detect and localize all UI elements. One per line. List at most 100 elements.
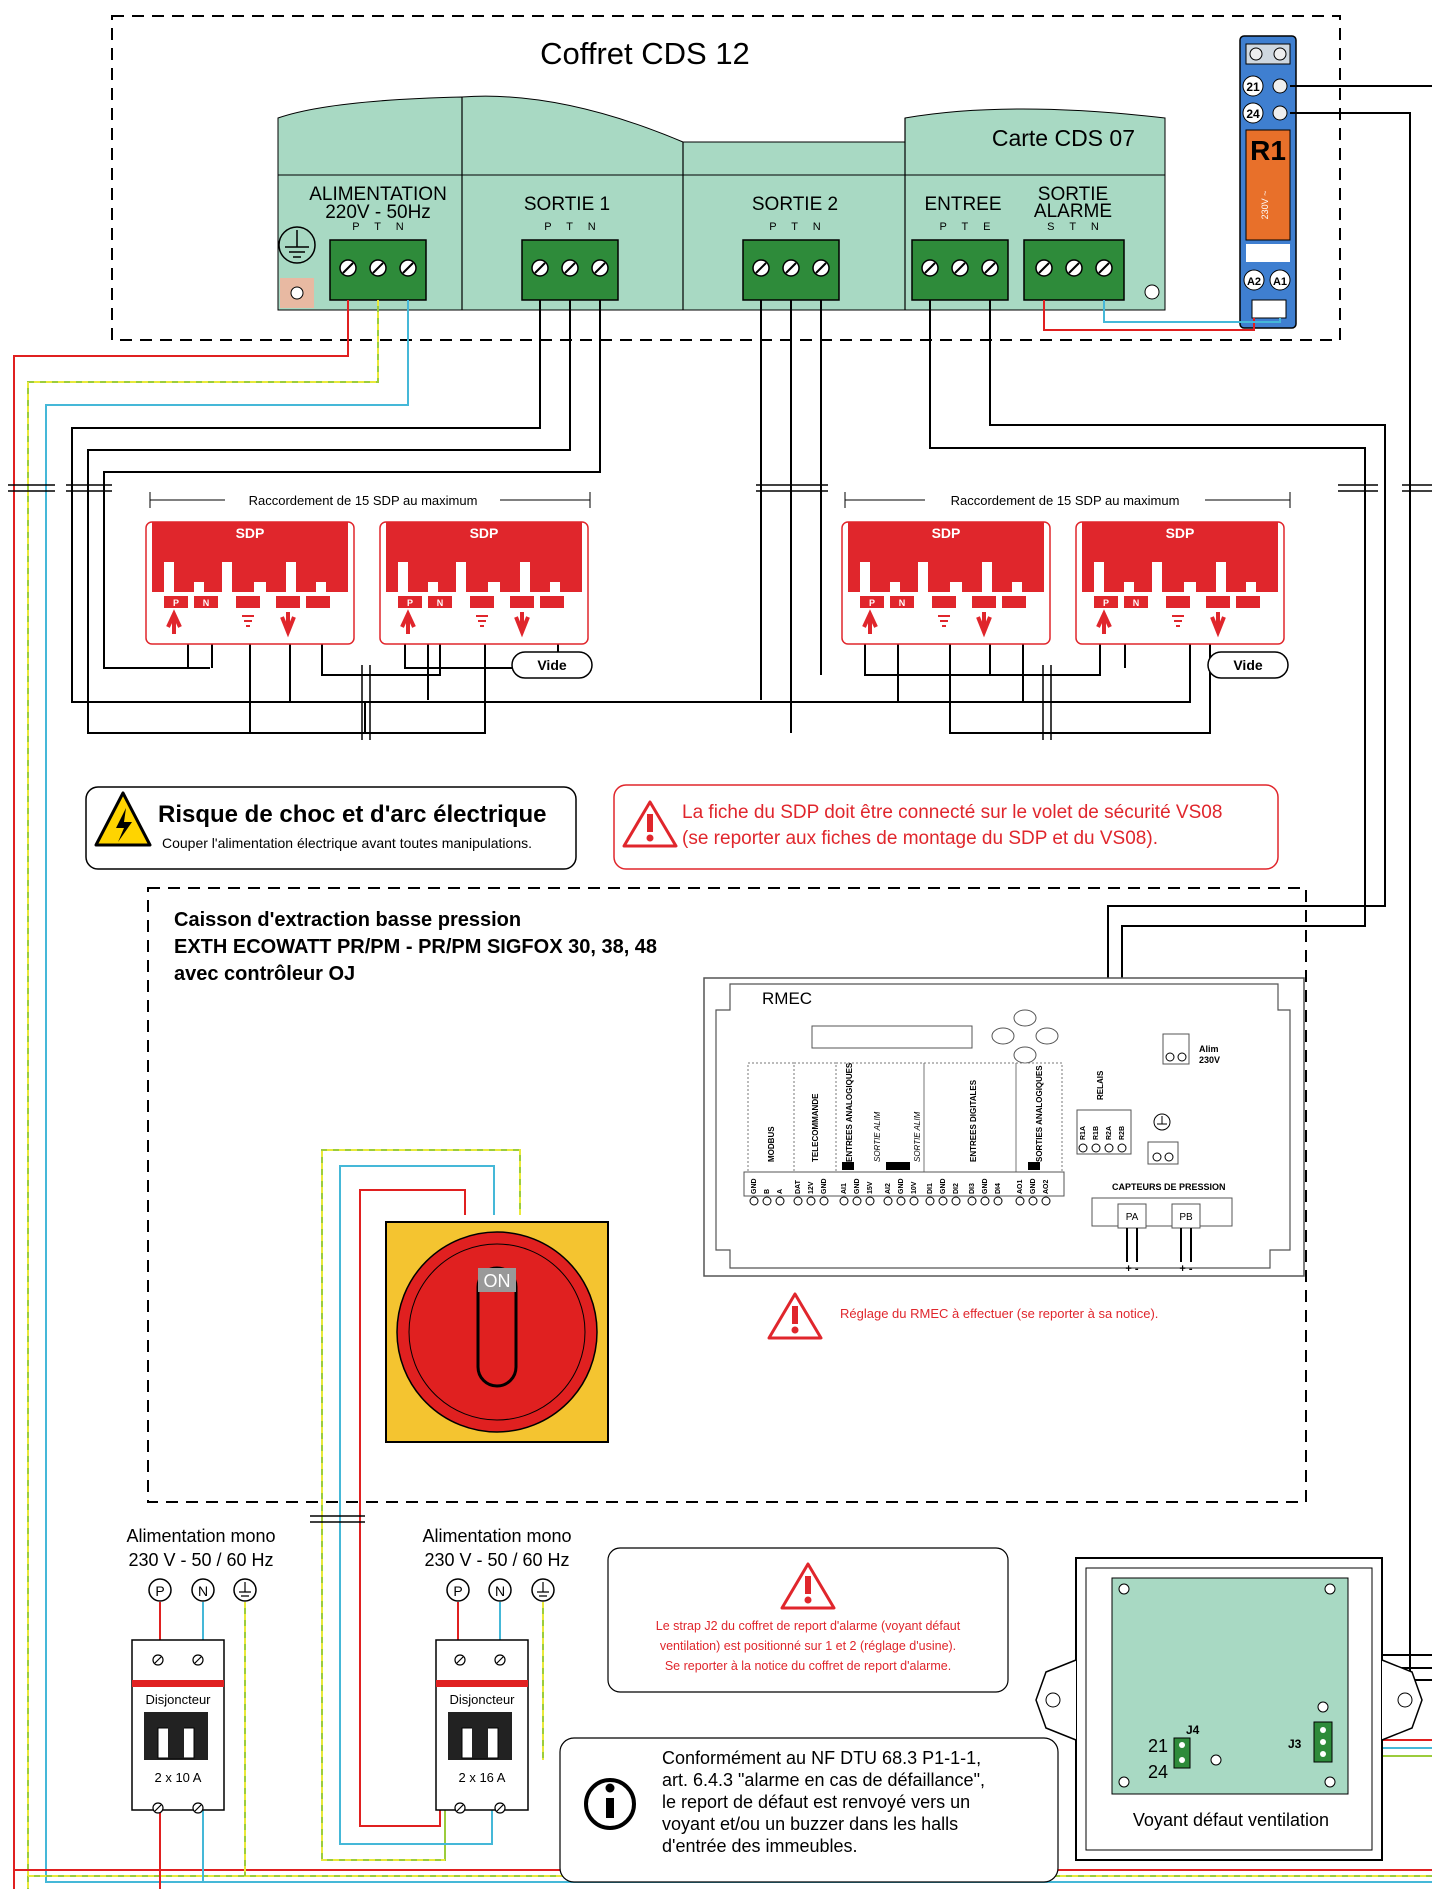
- sdp-unit-4: SDP P N: [1075, 521, 1285, 645]
- caisson-line-1: Caisson d'extraction basse pression: [174, 909, 521, 931]
- terminal-sortie1: [521, 239, 619, 301]
- dtu-line-1: Conformément au NF DTU 68.3 P1-1-1,: [662, 1748, 981, 1768]
- sortie1-label: SORTIE 1: [524, 194, 610, 215]
- breaker-2-rating: 2 x 16 A: [459, 1770, 506, 1785]
- caisson-line-3: avec contrôleur OJ: [174, 963, 355, 985]
- terminal-alimentation: [329, 239, 427, 301]
- cabinet-title: Coffret CDS 12: [540, 36, 750, 71]
- rmec-terminal: DI1: [927, 1183, 934, 1194]
- rmec-relais: RELAIS: [1096, 1070, 1105, 1100]
- earth-icon: [278, 226, 316, 264]
- relais-pin: R1A: [1080, 1126, 1087, 1140]
- relais-pin: R2A: [1106, 1126, 1113, 1140]
- rmec-capteurs: CAPTEURS DE PRESSION: [1112, 1182, 1226, 1192]
- card-title: Carte CDS 07: [992, 125, 1135, 151]
- rmec-pa-sign: + -: [1125, 1263, 1138, 1275]
- voyant-pin-24: 24: [1148, 1762, 1168, 1782]
- terminal-sortie-alarme: [1023, 239, 1125, 301]
- warning-icon: [767, 1292, 823, 1340]
- sdp-unit-label: SDP: [932, 525, 961, 541]
- supply-2-n: N: [495, 1583, 505, 1599]
- sdp-unit-2: SDP P N: [379, 521, 589, 645]
- shock-text: Couper l'alimentation électrique avant t…: [162, 835, 532, 851]
- sdp-note-line-1: La fiche du SDP doit être connecté sur l…: [682, 802, 1222, 823]
- sdp-pin-p: P: [173, 598, 179, 608]
- rmec-pb-sign: + -: [1179, 1263, 1192, 1275]
- alarme-pins: S T N: [1047, 221, 1099, 233]
- rmec-terminal: 12V: [808, 1181, 815, 1194]
- terminal-sortie2: [742, 239, 840, 301]
- supply-1: Alimentation mono 230 V - 50 / 60 Hz P N…: [126, 1526, 276, 1814]
- rmec-group-label: MODBUS: [767, 1126, 776, 1162]
- rmec-controller: RMEC Alim 230V RELAIS R1A R1B R2A R2B CA…: [703, 977, 1305, 1277]
- rmec-terminal: GND: [1030, 1178, 1037, 1194]
- vide-label-2: Vide: [1233, 657, 1263, 673]
- caisson-line-2: EXTH ECOWATT PR/PM - PR/PM SIGFOX 30, 38…: [174, 936, 657, 958]
- rmec-terminal: 15V: [867, 1181, 874, 1194]
- rmec-alim: Alim: [1199, 1044, 1219, 1054]
- alarme-label-2: ALARME: [1034, 201, 1112, 222]
- rmec-terminal: B: [764, 1189, 771, 1194]
- sdp-pin-p: P: [869, 598, 875, 608]
- sdp-note-line-2: (se reporter aux fiches de montage du SD…: [682, 828, 1158, 849]
- alim-label: ALIMENTATION: [309, 184, 447, 205]
- relay-r1: 21 24 R1 230V ~ A2 A1: [1239, 35, 1297, 329]
- rmec-terminal: AI1: [841, 1183, 848, 1194]
- rmec-group-label: ENTREES DIGITALES: [969, 1079, 978, 1162]
- dtu-line-3: le report de défaut est renvoyé vers un: [662, 1792, 970, 1812]
- supply-1-title-1: Alimentation mono: [126, 1526, 275, 1546]
- main-switch: ON: [385, 1221, 609, 1443]
- supply-1-n: N: [198, 1583, 208, 1599]
- strap-line-2: ventilation) est positionné sur 1 et 2 (…: [660, 1639, 956, 1653]
- sdp-unit-3: SDP P N: [841, 521, 1051, 645]
- entree-label: ENTREE: [924, 194, 1001, 215]
- relay-pin-a2: A2: [1247, 276, 1261, 288]
- rmec-note-text: Réglage du RMEC à effectuer (se reporter…: [840, 1306, 1158, 1321]
- rmec-pb: PB: [1179, 1212, 1193, 1223]
- sortie2-label: SORTIE 2: [752, 194, 838, 215]
- rmec-terminal: A: [777, 1189, 784, 1194]
- sdp-pin-n: N: [203, 598, 210, 608]
- breaker-2-label: Disjoncteur: [449, 1692, 515, 1707]
- alim-pins: P T N: [352, 221, 404, 233]
- voyant-label: Voyant défaut ventilation: [1133, 1810, 1329, 1830]
- sdp-pin-n: N: [437, 598, 444, 608]
- supply-2-title-1: Alimentation mono: [422, 1526, 571, 1546]
- rmec-terminal: GND: [854, 1178, 861, 1194]
- relay-pin-a1: A1: [1273, 276, 1287, 288]
- rmec-terminal: DI2: [953, 1183, 960, 1194]
- vide-label-1: Vide: [537, 657, 567, 673]
- sdp-unit-label: SDP: [236, 525, 265, 541]
- voyant-j3: J3: [1288, 1737, 1302, 1751]
- rmec-terminal: AO1: [1017, 1180, 1024, 1195]
- dtu-info: Conformément au NF DTU 68.3 P1-1-1, art.…: [559, 1737, 1059, 1883]
- supply-1-p: P: [155, 1583, 164, 1599]
- switch-on-label: ON: [484, 1271, 511, 1291]
- alarme-label-1: SORTIE: [1038, 184, 1108, 205]
- rmec-terminal: GND: [898, 1178, 905, 1194]
- strap-line-1: Le strap J2 du coffret de report d'alarm…: [656, 1619, 961, 1633]
- sdp-pin-p: P: [407, 598, 413, 608]
- entree-pins: P T E: [940, 221, 991, 233]
- breaker-1-label: Disjoncteur: [145, 1692, 211, 1707]
- wires: [13, 85, 1432, 1889]
- relay-pin-24: 24: [1246, 107, 1260, 121]
- sdp-unit-label: SDP: [1166, 525, 1195, 541]
- rmec-terminal: AI2: [885, 1183, 892, 1194]
- supply-2-p: P: [453, 1583, 462, 1599]
- relais-pin: R2B: [1119, 1126, 1126, 1140]
- cable-sheaths: [8, 484, 1432, 1523]
- sortie1-pins: P T N: [544, 221, 596, 233]
- dtu-line-5: d'entrée des immeubles.: [662, 1836, 858, 1856]
- sdp-note: La fiche du SDP doit être connecté sur l…: [613, 784, 1279, 870]
- supply-2: Alimentation mono 230 V - 50 / 60 Hz P N…: [422, 1526, 572, 1814]
- rmec-terminal: 10V: [911, 1181, 918, 1194]
- relay-pin-21: 21: [1246, 80, 1260, 94]
- dtu-line-4: voyant et/ou un buzzer dans les halls: [662, 1814, 958, 1834]
- sdp-pin-n: N: [1133, 598, 1140, 608]
- sdp-range-label-2: Raccordement de 15 SDP au maximum: [951, 493, 1180, 508]
- rmec-note: Réglage du RMEC à effectuer (se reporter…: [767, 1292, 1158, 1340]
- rmec-title: RMEC: [762, 989, 812, 1008]
- strap-note: Le strap J2 du coffret de report d'alarm…: [607, 1547, 1009, 1693]
